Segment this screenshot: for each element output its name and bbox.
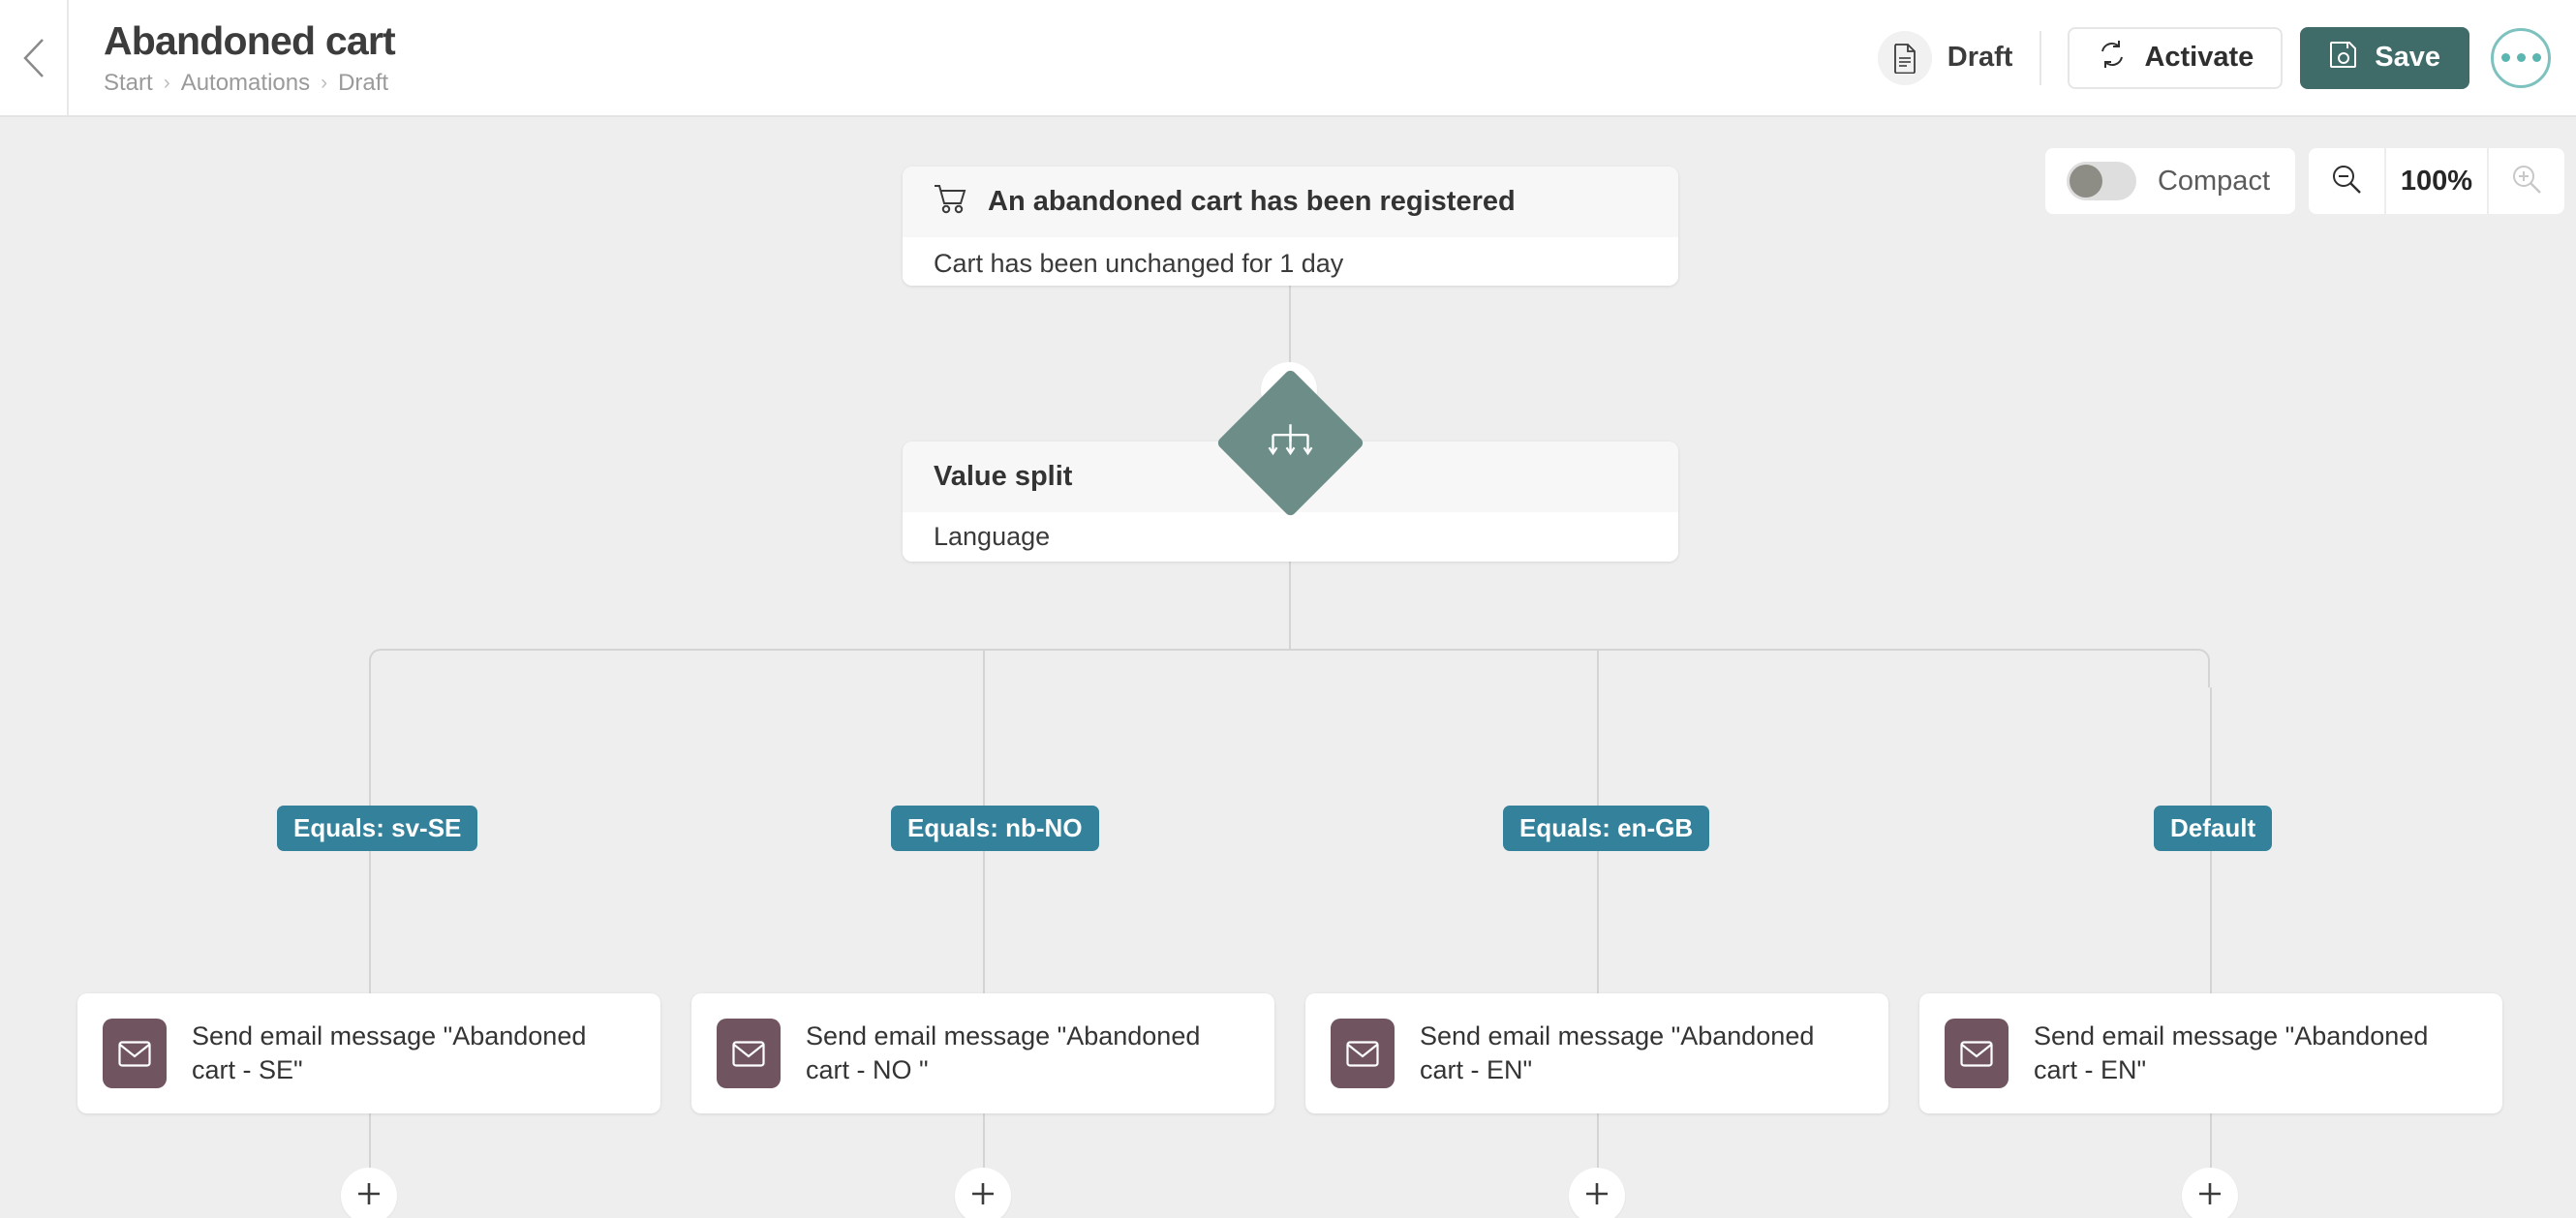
breadcrumb-separator: › [163, 72, 170, 95]
add-step-button-branch-1[interactable] [341, 1168, 397, 1218]
breadcrumb-item-automations[interactable]: Automations [180, 69, 311, 96]
activate-button[interactable]: Activate [2068, 26, 2284, 89]
email-action-card-1[interactable]: Send email message "Abandoned cart - SE" [77, 993, 660, 1113]
breadcrumb-item-draft[interactable]: Draft [338, 69, 389, 96]
title-block: Abandoned cart Start › Automations › Dra… [69, 18, 396, 96]
value-split-diamond[interactable] [1215, 368, 1365, 518]
compact-toggle-switch[interactable] [2066, 162, 2136, 200]
zoom-out-button[interactable] [2309, 148, 2384, 214]
shopping-cart-icon [934, 183, 966, 222]
flow-graph: An abandoned cart has been registered Ca… [0, 117, 2576, 1218]
save-button[interactable]: Save [2300, 26, 2469, 89]
add-step-button-branch-4[interactable] [2182, 1168, 2238, 1218]
back-button[interactable] [0, 0, 69, 115]
value-split-icon [1266, 422, 1316, 465]
activate-label: Activate [2144, 42, 2254, 73]
branch-rail [369, 649, 2210, 687]
compact-label: Compact [2157, 165, 2270, 197]
connector-branch-2-to-add [983, 1113, 985, 1171]
envelope-icon [1331, 1019, 1395, 1088]
email-action-label: Send email message "Abandoned cart - SE" [192, 1021, 587, 1084]
sync-icon [2097, 39, 2128, 77]
status-label: Draft [1947, 42, 2013, 73]
toggle-knob [2069, 165, 2102, 198]
connector-trigger-to-add [1289, 286, 1291, 393]
value-split-detail: Language [903, 512, 1678, 562]
breadcrumb-item-start[interactable]: Start [104, 69, 153, 96]
branch-badge-2[interactable]: Equals: nb-NO [891, 806, 1099, 851]
add-step-button-branch-3[interactable] [1569, 1168, 1625, 1218]
email-action-card-4[interactable]: Send email message "Abandoned cart - EN" [1919, 993, 2502, 1113]
automation-canvas[interactable]: Compact 100% [0, 115, 2576, 1218]
plus-icon [968, 1179, 997, 1213]
zoom-divider [2384, 148, 2386, 214]
email-action-label: Send email message "Abandoned cart - EN" [2034, 1021, 2429, 1084]
envelope-icon [717, 1019, 781, 1088]
branch-badge-3[interactable]: Equals: en-GB [1503, 806, 1710, 851]
email-action-card-2[interactable]: Send email message "Abandoned cart - NO … [691, 993, 1274, 1113]
compact-toggle[interactable]: Compact [2044, 148, 2295, 214]
app-header: Abandoned cart Start › Automations › Dra… [0, 0, 2576, 115]
breadcrumb: Start › Automations › Draft [104, 69, 395, 96]
email-action-card-3[interactable]: Send email message "Abandoned cart - EN" [1305, 993, 1888, 1113]
email-action-label: Send email message "Abandoned cart - NO … [806, 1021, 1201, 1084]
more-options-button[interactable] [2491, 27, 2551, 88]
envelope-icon [1945, 1019, 2009, 1088]
breadcrumb-separator: › [321, 72, 328, 95]
envelope-icon [103, 1019, 167, 1088]
zoom-in-button[interactable] [2489, 148, 2564, 214]
connector-branch-1-to-add [369, 1113, 371, 1171]
connector-branch-4-to-add [2210, 1113, 2212, 1171]
plus-icon [354, 1179, 383, 1213]
connector-split-to-rail [1289, 562, 1291, 650]
value-split-title: Value split [934, 461, 1073, 492]
more-horizontal-icon [2531, 53, 2541, 62]
trigger-node[interactable]: An abandoned cart has been registered Ca… [903, 167, 1678, 286]
plus-icon [2195, 1179, 2224, 1213]
zoom-level: 100% [2400, 165, 2473, 197]
plus-icon [1582, 1179, 1611, 1213]
header-divider [2039, 30, 2042, 85]
save-label: Save [2375, 42, 2440, 73]
document-icon [1877, 30, 1932, 85]
canvas-toolbar: Compact 100% [2044, 148, 2564, 214]
status-badge: Draft [1877, 30, 2013, 85]
header-actions: Draft Activate Save [1877, 26, 2576, 89]
zoom-divider [2487, 148, 2489, 214]
trigger-detail: Cart has been unchanged for 1 day [903, 237, 1678, 286]
zoom-out-icon [2329, 162, 2364, 201]
email-action-label: Send email message "Abandoned cart - EN" [1420, 1021, 1815, 1084]
more-horizontal-icon [2516, 53, 2526, 62]
trigger-title: An abandoned cart has been registered [988, 186, 1516, 217]
zoom-in-icon [2509, 162, 2544, 201]
more-horizontal-icon [2500, 53, 2510, 62]
zoom-controls: 100% [2309, 148, 2564, 214]
branch-badge-1[interactable]: Equals: sv-SE [277, 806, 478, 851]
page-title: Abandoned cart [104, 18, 396, 64]
chevron-left-icon [17, 34, 50, 82]
add-step-button-branch-2[interactable] [955, 1168, 1011, 1218]
branch-badge-4[interactable]: Default [2154, 806, 2273, 851]
connector-branch-3-to-add [1597, 1113, 1599, 1171]
trigger-header: An abandoned cart has been registered [903, 167, 1678, 237]
floppy-disk-icon [2329, 40, 2358, 76]
